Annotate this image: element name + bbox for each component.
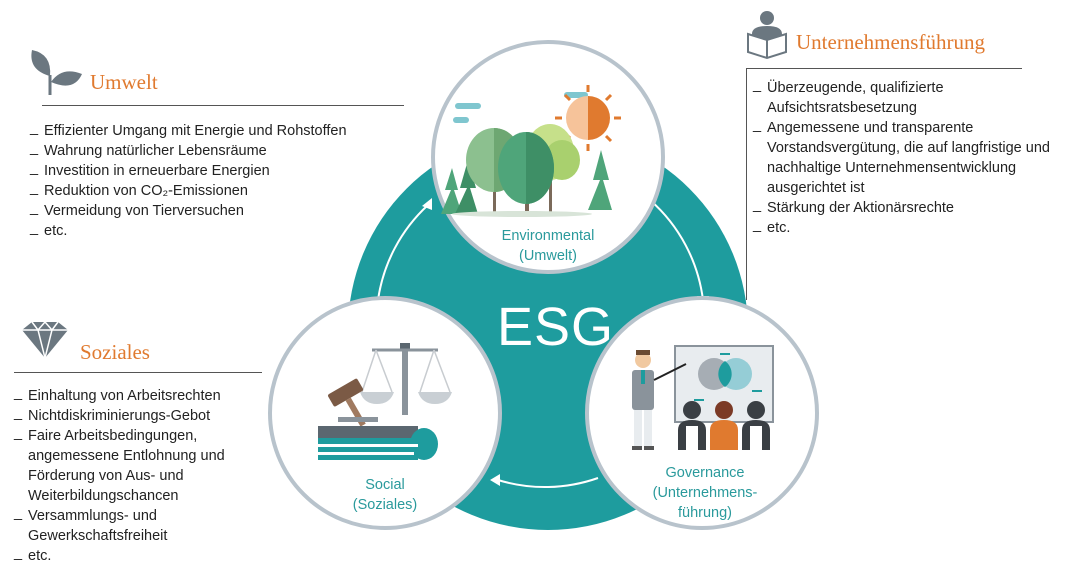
environmental-label-line1: Environmental (501, 228, 595, 244)
list-item: etc. (30, 218, 410, 241)
reader-icon (747, 11, 787, 60)
list-item: Vermeidung von Tierversuchen (30, 198, 410, 221)
list-item: Überzeugende, qualifizierte Aufsichtsrat… (753, 75, 1053, 118)
social-circle (268, 296, 502, 530)
soziales-list: Einhaltung von Arbeitsrechten Nichtdiskr… (14, 383, 269, 566)
arrow-env-to-gov (649, 199, 704, 301)
unternehmensfuehrung-list: Überzeugende, qualifizierte Aufsichtsrat… (753, 75, 1053, 238)
presentation-illustration (632, 345, 774, 450)
unternehmensfuehrung-heading: Unternehmensführung (796, 30, 985, 54)
diamond-icon (22, 320, 68, 359)
arrow-head-env (422, 198, 432, 210)
list-item: Einhaltung von Arbeitsrechten (14, 383, 269, 406)
nature-illustration (441, 85, 621, 217)
list-item: etc. (753, 215, 1053, 238)
justice-illustration (318, 343, 452, 460)
umwelt-divider (42, 105, 404, 106)
list-item: Effizienter Umgang mit Energie und Rohst… (30, 118, 410, 141)
list-item: Investition in erneuerbare Energien (30, 158, 410, 181)
list-item: Angemessene und transparente Vorstandsve… (753, 115, 1053, 198)
social-label-line1: Social (365, 477, 405, 493)
list-item: Wahrung natürlicher Lebensräume (30, 138, 410, 161)
list-item: Faire Arbeitsbedingungen, angemessene En… (14, 423, 269, 506)
arrow-head-soc (490, 474, 500, 486)
arrow-gov-to-soc (497, 477, 599, 489)
soziales-heading: Soziales (80, 340, 150, 364)
esg-label: ESG (497, 297, 615, 357)
list-item: Stärkung der Aktionärsrechte (753, 195, 1053, 218)
list-item: Reduktion von CO₂-Emissionen (30, 178, 410, 201)
governance-label-line3: führung) (677, 505, 732, 521)
soziales-divider (14, 372, 262, 373)
arrow-soc-to-env (377, 204, 429, 301)
governance-label-line2: (Unternehmens- (652, 485, 758, 501)
social-label: Social (Soziales) (315, 475, 455, 515)
environmental-label-line2: (Umwelt) (519, 248, 577, 264)
list-item: Versammlungs- und Gewerkschaftsfreiheit (14, 503, 269, 546)
unternehmensfuehrung-divider (746, 68, 1022, 69)
leaf-icon (31, 50, 82, 95)
list-item: etc. (14, 543, 269, 566)
umwelt-list: Effizienter Umgang mit Energie und Rohst… (30, 118, 410, 241)
social-label-line2: (Soziales) (352, 497, 418, 513)
environmental-label: Environmental (Umwelt) (478, 226, 618, 266)
list-item: Nichtdiskriminierungs-Gebot (14, 403, 269, 426)
governance-label-line1: Governance (665, 465, 745, 481)
unternehmensfuehrung-vertical-divider (746, 68, 747, 300)
umwelt-heading: Umwelt (90, 70, 158, 94)
governance-label: Governance (Unternehmens- führung) (630, 463, 780, 523)
